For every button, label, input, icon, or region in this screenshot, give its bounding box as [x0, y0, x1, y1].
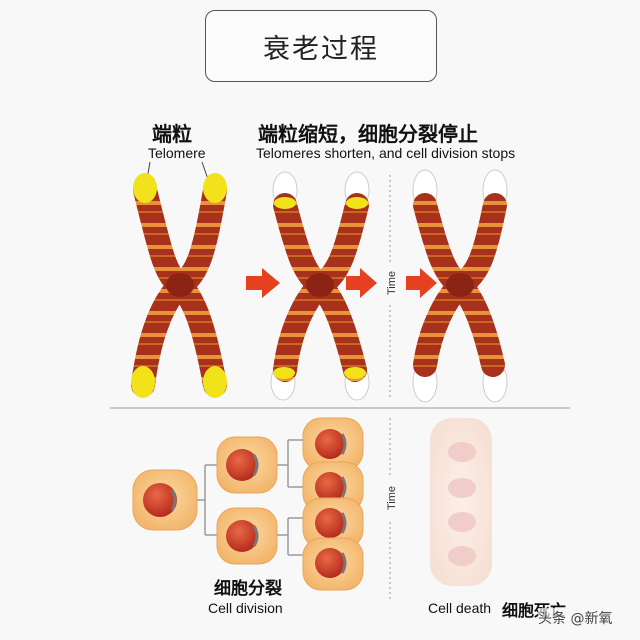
- death-label-en: Cell death: [428, 600, 492, 616]
- division-label-zh: 细胞分裂: [214, 579, 282, 599]
- daughter-cell: [216, 507, 278, 565]
- chromosome-shortened-telomeres: [270, 171, 370, 401]
- telomere-cap: [131, 366, 155, 398]
- telomere-cap: [133, 173, 157, 203]
- telomere-cap: [274, 197, 296, 209]
- telomere-cap: [346, 197, 368, 209]
- telomere-cap: [203, 366, 227, 398]
- parent-cell: [132, 469, 198, 531]
- chromosome-no-telomeres: [412, 169, 508, 403]
- shorten-label-en: Telomeres shorten, and cell division sto…: [256, 145, 516, 161]
- arrow-right: [346, 268, 377, 298]
- title: 衰老过程: [263, 33, 379, 65]
- telomere-cap: [273, 367, 295, 379]
- telomere-cap: [203, 173, 227, 203]
- telomere-label-en: Telomere: [148, 145, 206, 161]
- dead-cells: [430, 418, 492, 586]
- granddaughter-cells: [302, 417, 364, 591]
- time-axis-label: Time: [386, 270, 399, 296]
- arrow-right: [246, 268, 280, 298]
- telomere-cap: [344, 367, 366, 379]
- division-label-en: Cell division: [208, 600, 283, 616]
- time-axis-label: Time: [386, 485, 399, 511]
- watermark: 头条 @新氧: [538, 608, 613, 628]
- shorten-label-zh: 端粒缩短，细胞分裂停止: [258, 122, 478, 146]
- arrow-right: [406, 268, 437, 298]
- chromosome-long-telomeres: [131, 173, 227, 398]
- title-box: 衰老过程: [205, 10, 437, 82]
- telomere-label-zh: 端粒: [152, 122, 192, 146]
- daughter-cell: [216, 436, 278, 494]
